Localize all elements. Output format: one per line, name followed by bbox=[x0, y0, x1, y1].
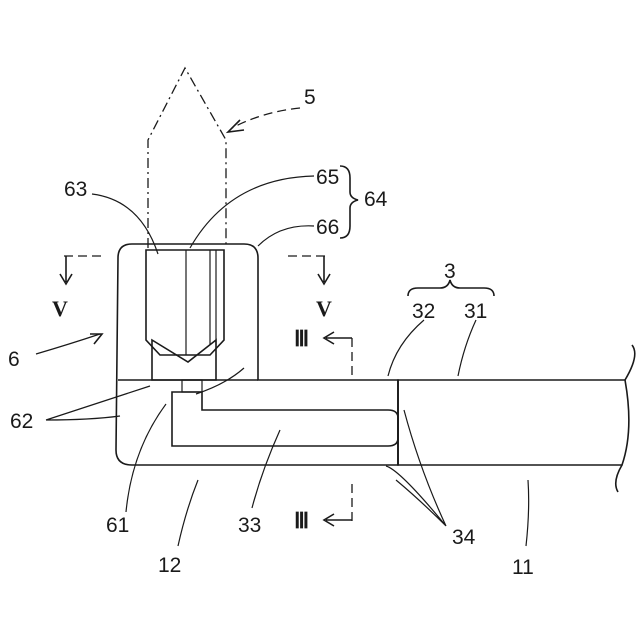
leader-34 bbox=[386, 410, 446, 526]
leader-5 bbox=[232, 108, 300, 128]
numeral-31: 31 bbox=[464, 300, 487, 323]
leader-62b bbox=[196, 368, 244, 394]
break-line bbox=[616, 345, 635, 492]
leader-12 bbox=[178, 480, 198, 546]
numeral-64: 64 bbox=[364, 188, 388, 211]
leader-61 bbox=[126, 404, 166, 512]
brace-64 bbox=[340, 166, 358, 238]
pin-5-outline bbox=[148, 68, 226, 248]
leader-31 bbox=[458, 320, 476, 376]
section-iii-arrow-top bbox=[324, 332, 352, 344]
section-v-arrow-right bbox=[318, 256, 330, 284]
leader-6 bbox=[36, 334, 100, 354]
numeral-61: 61 bbox=[106, 514, 129, 537]
numeral-66: 66 bbox=[316, 216, 339, 239]
numeral-3: 3 bbox=[444, 260, 456, 283]
leader-32 bbox=[388, 320, 424, 376]
numeral-65: 65 bbox=[316, 166, 339, 189]
numeral-63: 63 bbox=[64, 178, 87, 201]
numeral-5: 5 bbox=[304, 86, 316, 109]
body-12 bbox=[116, 244, 398, 465]
plate-11 bbox=[398, 380, 629, 465]
layer-34-step bbox=[182, 380, 202, 392]
section-iii-label-top: Ⅲ bbox=[294, 326, 309, 351]
section-v-arrow-left bbox=[60, 256, 72, 284]
numeral-62: 62 bbox=[10, 410, 33, 433]
leader-66 bbox=[258, 226, 314, 246]
layer-33 bbox=[172, 392, 398, 446]
numeral-11: 11 bbox=[512, 556, 534, 579]
section-v-label-left: V bbox=[52, 296, 68, 321]
leader-65 bbox=[190, 176, 314, 248]
numeral-33: 33 bbox=[238, 514, 261, 537]
numeral-12: 12 bbox=[158, 554, 181, 577]
leader-33 bbox=[252, 430, 280, 508]
numeral-32: 32 bbox=[412, 300, 435, 323]
numeral-34: 34 bbox=[452, 526, 476, 549]
section-iii-label-bottom: Ⅲ bbox=[294, 508, 309, 533]
leader-5-arrow bbox=[228, 120, 244, 132]
leader-62 bbox=[46, 386, 150, 420]
section-iii-arrow-bottom bbox=[324, 514, 352, 526]
boss-6 bbox=[152, 340, 216, 380]
section-v-label-right: V bbox=[316, 296, 332, 321]
leader-11 bbox=[526, 480, 529, 546]
numeral-6: 6 bbox=[8, 348, 20, 371]
bore-63 bbox=[146, 250, 224, 355]
